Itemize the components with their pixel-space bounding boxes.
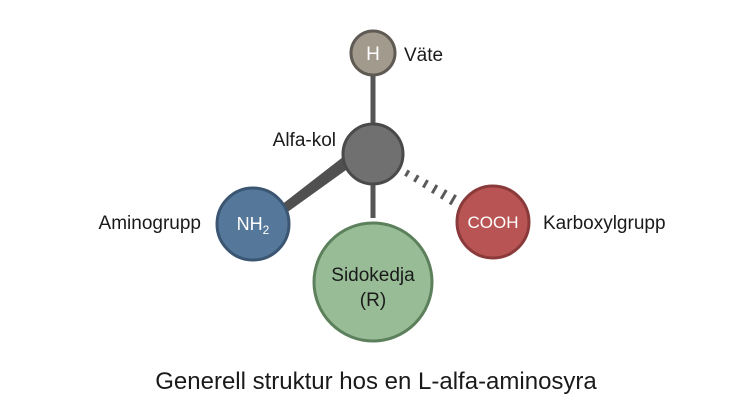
side-chain-label-line2: (R): [360, 290, 386, 311]
hydrogen-symbol: H: [366, 44, 380, 65]
amino-group-symbol: NH2: [237, 214, 270, 237]
hash-segment: [430, 184, 439, 194]
hydrogen-atom: [349, 29, 397, 77]
alpha-carbon-label: Alfa-kol: [273, 130, 336, 151]
hash-segment: [439, 189, 448, 200]
carboxyl-group-symbol: COOH: [468, 213, 519, 232]
hash-segment: [448, 194, 457, 206]
amino-group-label: Aminogrupp: [99, 213, 201, 234]
hash-segment: [413, 174, 420, 183]
hydrogen-label: Väte: [404, 45, 443, 66]
carboxyl-group-atom: [455, 184, 531, 260]
bond-wedge-amino: [276, 150, 360, 216]
amino-symbol-subscript: 2: [263, 223, 270, 237]
amino-symbol-main: NH: [237, 214, 263, 234]
alpha-carbon-atom: [341, 122, 405, 186]
carboxyl-group-label: Karboxylgrupp: [543, 213, 666, 234]
side-chain-label-line1: Sidokedja: [331, 265, 415, 286]
side-chain-atom: [312, 221, 434, 343]
hash-segment: [421, 179, 429, 189]
diagram-caption: Generell struktur hos en L-alfa-aminosyr…: [155, 368, 597, 395]
bond-hashed-carboxyl: [395, 164, 467, 211]
amino-group-atom: [215, 186, 291, 262]
hash-segment: [404, 169, 411, 178]
